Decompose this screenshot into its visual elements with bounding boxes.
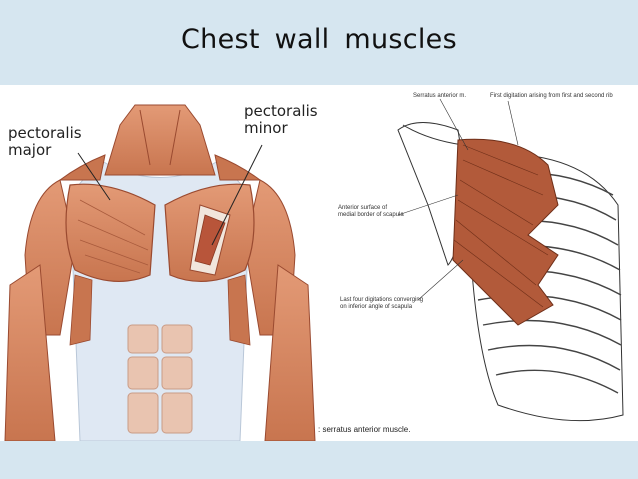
label-pectoralis-minor-line1: pectoralis [244,102,318,120]
label-last-four-line2: on inferior angle of scapula [340,304,413,310]
label-anterior-surface-line1: Anterior surface of [338,205,388,211]
torso-drawing [4,104,316,441]
slide-title: Chest wall muscles [181,24,457,55]
pectoralis-illustration: pectoralis major pectoralis minor [0,85,318,441]
label-pectoralis-major-line2: major [8,141,52,159]
label-pectoralis-major-line1: pectoralis [8,124,82,142]
label-serratus-anterior: Serratus anterior m. [413,93,467,99]
figure-caption: : serratus anterior muscle. [318,425,411,434]
ribcage-drawing [397,98,624,422]
label-last-four-line1: Last four digitations converging [340,297,424,303]
content-area: pectoralis major pectoralis minor [0,85,638,441]
label-anterior-surface-line2: medial border of scapula [338,212,404,218]
label-last-four: Last four digitations converging on infe… [340,297,423,311]
label-anterior-surface: Anterior surface of medial border of sca… [338,205,404,219]
label-pectoralis-minor-line2: minor [244,119,288,137]
label-first-digitation: First digitation arising from first and … [490,93,613,99]
serratus-illustration: Serratus anterior m. First digitation ar… [318,85,638,441]
label-pectoralis-minor: pectoralis minor [244,103,318,137]
label-pectoralis-major: pectoralis major [8,125,82,159]
